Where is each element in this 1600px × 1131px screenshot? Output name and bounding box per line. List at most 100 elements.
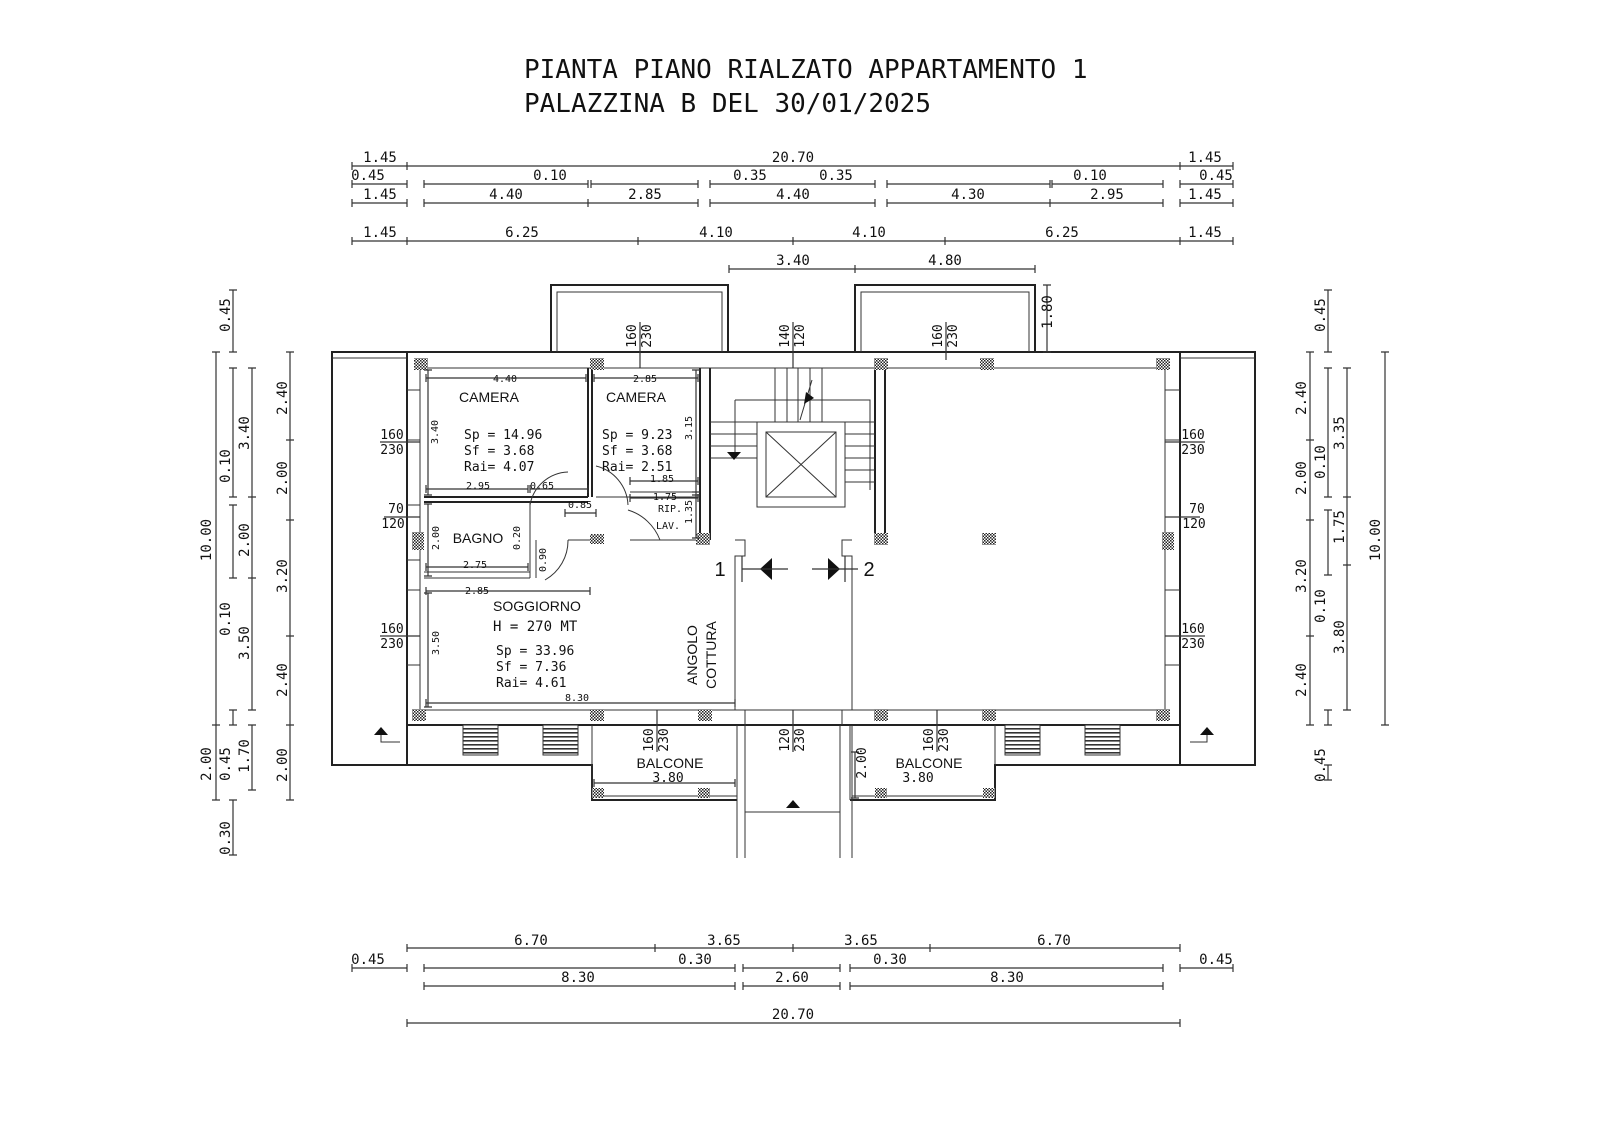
dims-top-row3-1-label: 4.40 — [489, 187, 523, 203]
opening-marker-lines — [380, 322, 1205, 752]
dims-right-middle-2-label: 3.80 — [1332, 620, 1348, 654]
dims-left-outer-6-label: 0.30 — [218, 821, 234, 855]
dims-top-row4-0-label: 1.45 — [363, 225, 397, 241]
dims-top-row2-4-label: 0.10 — [1073, 168, 1107, 184]
dims-top-row4-4-label: 6.25 — [1045, 225, 1079, 241]
dims-bottom-row2-3-label: 0.45 — [1199, 952, 1233, 968]
rooms-balcone2-w-label: 3.80 — [902, 771, 933, 786]
dims-left-inner-2-label: 3.20 — [275, 559, 291, 593]
openings-window-70-label: 70 — [388, 502, 404, 517]
openings-window-230-label: 230 — [793, 728, 808, 751]
dims-right-inner-2-label: 3.20 — [1294, 559, 1310, 593]
dims-left-outer-3-label: 0.10 — [218, 602, 234, 636]
dims-right-inner-1-label: 2.00 — [1294, 461, 1310, 495]
openings-door-120-label: 120 — [793, 324, 808, 347]
dims-left-middle-2-label: 3.50 — [237, 626, 253, 660]
rooms-soggiorno-sp-label: Sp = 33.96 — [496, 644, 574, 659]
openings-window-160-label: 160 — [642, 728, 657, 751]
openings-window-230-label: 230 — [1181, 637, 1204, 652]
rooms-camera2-w-label: 2.85 — [633, 374, 657, 385]
dims-top-row3-6-label: 1.45 — [1188, 187, 1222, 203]
dims-top-row1-1-label: 20.70 — [772, 150, 814, 166]
dims-top-row3-5-label: 2.95 — [1090, 187, 1124, 203]
dims-bottom-row1-3-label: 6.70 — [1037, 933, 1071, 949]
dims-left-middle-0-label: 3.40 — [237, 416, 253, 450]
rooms-camera2-sf-label: Sf = 3.68 — [602, 444, 672, 459]
dims-bottom-row3-2-label: 8.30 — [990, 970, 1024, 986]
dims-top-row3-2-label: 2.85 — [628, 187, 662, 203]
dims-right-middle-0-label: 3.35 — [1332, 416, 1348, 450]
openings-window-160-label: 160 — [1181, 428, 1204, 443]
rooms-camera2-w2-label: 1.85 — [650, 474, 674, 485]
dims-top-row4-1-label: 6.25 — [505, 225, 539, 241]
rooms-camera2-h-label: 3.15 — [684, 416, 695, 440]
rooms-camera2-sp-label: Sp = 9.23 — [602, 428, 672, 443]
dims-right-outer-1-label: 0.10 — [1313, 445, 1329, 479]
rooms-balcone2-h-label: 2.00 — [855, 747, 870, 778]
openings-window-160-label: 160 — [380, 428, 403, 443]
openings-window-230-label: 230 — [1181, 443, 1204, 458]
rooms-camera2-name-label: CAMERA — [606, 389, 667, 405]
rooms-camera1-w2-label: 2.95 — [466, 481, 490, 492]
dims-top-balconies-1-label: 4.80 — [928, 253, 962, 269]
dims-left-outer-4-label: 0.45 — [218, 747, 234, 781]
rooms-balcone2-name-label: BALCONE — [896, 755, 963, 771]
openings-window-230-label: 230 — [380, 443, 403, 458]
dims-left-inner-1-label: 2.00 — [275, 461, 291, 495]
openings-window-70-label: 70 — [1189, 502, 1205, 517]
rooms-ripostiglio-h-label: 1.35 — [684, 500, 695, 524]
openings-door-120-label: 120 — [778, 728, 793, 751]
openings-window-230-label: 230 — [380, 637, 403, 652]
dims-left-inner-0-label: 2.40 — [275, 381, 291, 415]
dims-left-inner-4-label: 2.00 — [275, 748, 291, 782]
rooms-bagno-h-label: 2.00 — [431, 526, 442, 550]
rooms-cucina-line2-label: COTTURA — [703, 621, 719, 689]
dims-bottom-row2-1-label: 0.30 — [678, 952, 712, 968]
openings-window-160-label: 160 — [380, 622, 403, 637]
dims-top-balconies-2-label: 1.80 — [1040, 295, 1056, 329]
dims-right-outer-0-label: 0.45 — [1313, 298, 1329, 332]
openings-window-120-label: 120 — [1182, 517, 1205, 532]
rooms-camera1-sf-label: Sf = 3.68 — [464, 444, 534, 459]
openings-window-160-label: 160 — [1181, 622, 1204, 637]
rooms-ripostiglio-name-label: RIP. — [658, 504, 682, 515]
rooms-ripostiglio-lav-label: LAV. — [656, 521, 680, 532]
dims-left-outer-5-label: 2.00 — [199, 747, 215, 781]
dims-bottom-row3-0-label: 8.30 — [561, 970, 595, 986]
dims-left-outer-2-label: 0.10 — [218, 449, 234, 483]
dims-right-middle-1-label: 1.75 — [1332, 510, 1348, 544]
dims-bottom-row2-2-label: 0.30 — [873, 952, 907, 968]
dims-left-middle-3-label: 1.70 — [237, 739, 253, 773]
dims-top-row2-5-label: 0.45 — [1199, 168, 1233, 184]
dims-top-row1-2-label: 1.45 — [1188, 150, 1222, 166]
sections-s1-label: 1 — [714, 559, 725, 581]
rooms-cucina-line1-label: ANGOLO — [684, 625, 700, 685]
dims-right-inner-3-label: 2.40 — [1294, 663, 1310, 697]
rooms-soggiorno-height-label: H = 270 MT — [493, 619, 578, 635]
dims-bottom-row3-1-label: 2.60 — [775, 970, 809, 986]
rooms-soggiorno-h-label: 3.50 — [431, 631, 442, 655]
dims-right-outer-3-label: 0.45 — [1313, 748, 1329, 782]
dims-left-outer-1-label: 10.00 — [199, 519, 215, 561]
dims-top-row2-0-label: 0.45 — [351, 168, 385, 184]
building-walls — [331, 284, 1256, 858]
rooms-balcone1-w-label: 3.80 — [652, 771, 683, 786]
structural-columns — [412, 358, 1174, 798]
dimension-lines — [212, 162, 1389, 1027]
rooms-soggiorno-name-label: SOGGIORNO — [493, 598, 581, 614]
dims-bottom-row2-0-label: 0.45 — [351, 952, 385, 968]
openings-window-230-label: 230 — [937, 728, 952, 751]
rooms-soggiorno-w-top-label: 2.85 — [465, 586, 489, 597]
dims-top-row3-3-label: 4.40 — [776, 187, 810, 203]
dims-bottom-row1-1-label: 3.65 — [707, 933, 741, 949]
openings-door-140-label: 140 — [778, 324, 793, 347]
rooms-ripostiglio-w-label: 1.75 — [653, 492, 677, 503]
openings-window-120-label: 120 — [381, 517, 404, 532]
openings-window-160-label: 160 — [922, 728, 937, 751]
rooms-soggiorno-w-label: 8.30 — [565, 693, 589, 704]
rooms-bagno-d1-label: 0.20 — [512, 526, 523, 550]
rooms-camera1-h-label: 3.40 — [430, 420, 441, 444]
dims-bottom-row1-0-label: 6.70 — [514, 933, 548, 949]
